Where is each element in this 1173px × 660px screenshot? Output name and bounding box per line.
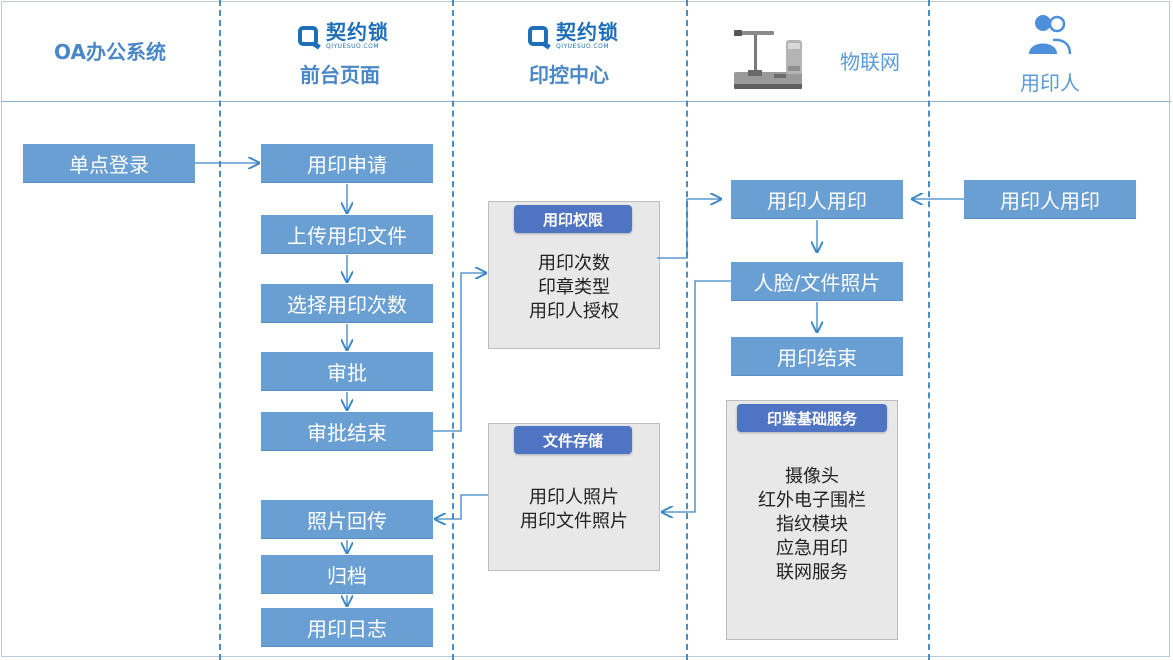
header-oa-system: OA办公系统 [54, 40, 166, 64]
box-user-seal: 用印人用印 [964, 180, 1136, 219]
service-line: 指纹模块 [776, 514, 848, 535]
box-photo-return: 照片回传 [261, 500, 433, 539]
service-line: 摄像头 [785, 466, 839, 487]
box-seal-log: 用印日志 [261, 608, 433, 647]
service-line: 红外电子围栏 [758, 490, 866, 511]
lane-divider-3 [686, 0, 688, 660]
permission-line: 用印次数 [538, 253, 610, 274]
brand-logo-control: 契约锁 QIYUESUO.COM [528, 22, 619, 50]
box-single-sign-on: 单点登录 [23, 144, 195, 183]
service-line: 联网服务 [776, 562, 848, 583]
box-upload-file: 上传用印文件 [261, 215, 433, 254]
box-select-count: 选择用印次数 [261, 284, 433, 323]
box-seal-end: 用印结束 [731, 337, 903, 376]
lane-divider-1 [219, 0, 221, 660]
box-archive: 归档 [261, 555, 433, 594]
arrow-storage-to-return [435, 494, 488, 519]
box-iot-user-seal: 用印人用印 [731, 180, 903, 219]
permission-line: 用印人授权 [529, 301, 619, 322]
lane-divider-4 [928, 0, 930, 660]
storage-line: 用印文件照片 [520, 511, 628, 532]
logo-name: 契约锁 [556, 20, 619, 44]
panel-seal-services: 摄像头 红外电子围栏 指纹模块 应急用印 联网服务 [726, 400, 898, 640]
logo-subtext: QIYUESUO.COM [326, 43, 380, 50]
logo-q-icon [298, 26, 318, 46]
logo-name: 契约锁 [326, 20, 389, 44]
storage-line: 用印人照片 [529, 487, 619, 508]
box-approval: 审批 [261, 352, 433, 391]
user-group-icon [1029, 15, 1072, 55]
panel-title-seal-permission: 用印权限 [514, 205, 632, 233]
brand-logo-front: 契约锁 QIYUESUO.COM [298, 22, 389, 50]
arrow-permission-to-iot [657, 199, 721, 259]
seal-device-icon [734, 30, 802, 89]
arrow-photo-to-storage [662, 280, 731, 512]
logo-subtext: QIYUESUO.COM [556, 43, 610, 50]
logo-q-icon [528, 26, 548, 46]
header-separator [1, 101, 1171, 102]
lane-divider-2 [452, 0, 454, 660]
header-control-center: 印控中心 [529, 63, 609, 87]
header-iot: 物联网 [840, 50, 900, 74]
box-face-file-photo: 人脸/文件照片 [731, 262, 903, 301]
service-line: 应急用印 [776, 538, 848, 559]
box-approval-end: 审批结束 [261, 412, 433, 451]
box-seal-application: 用印申请 [261, 144, 433, 183]
panel-title-seal-services: 印鉴基础服务 [737, 404, 887, 432]
header-front-page: 前台页面 [300, 63, 380, 87]
panel-title-file-storage: 文件存储 [514, 426, 632, 454]
arrow-end-to-permission [433, 273, 486, 432]
permission-line: 印章类型 [538, 277, 610, 298]
header-seal-user: 用印人 [1020, 71, 1080, 95]
